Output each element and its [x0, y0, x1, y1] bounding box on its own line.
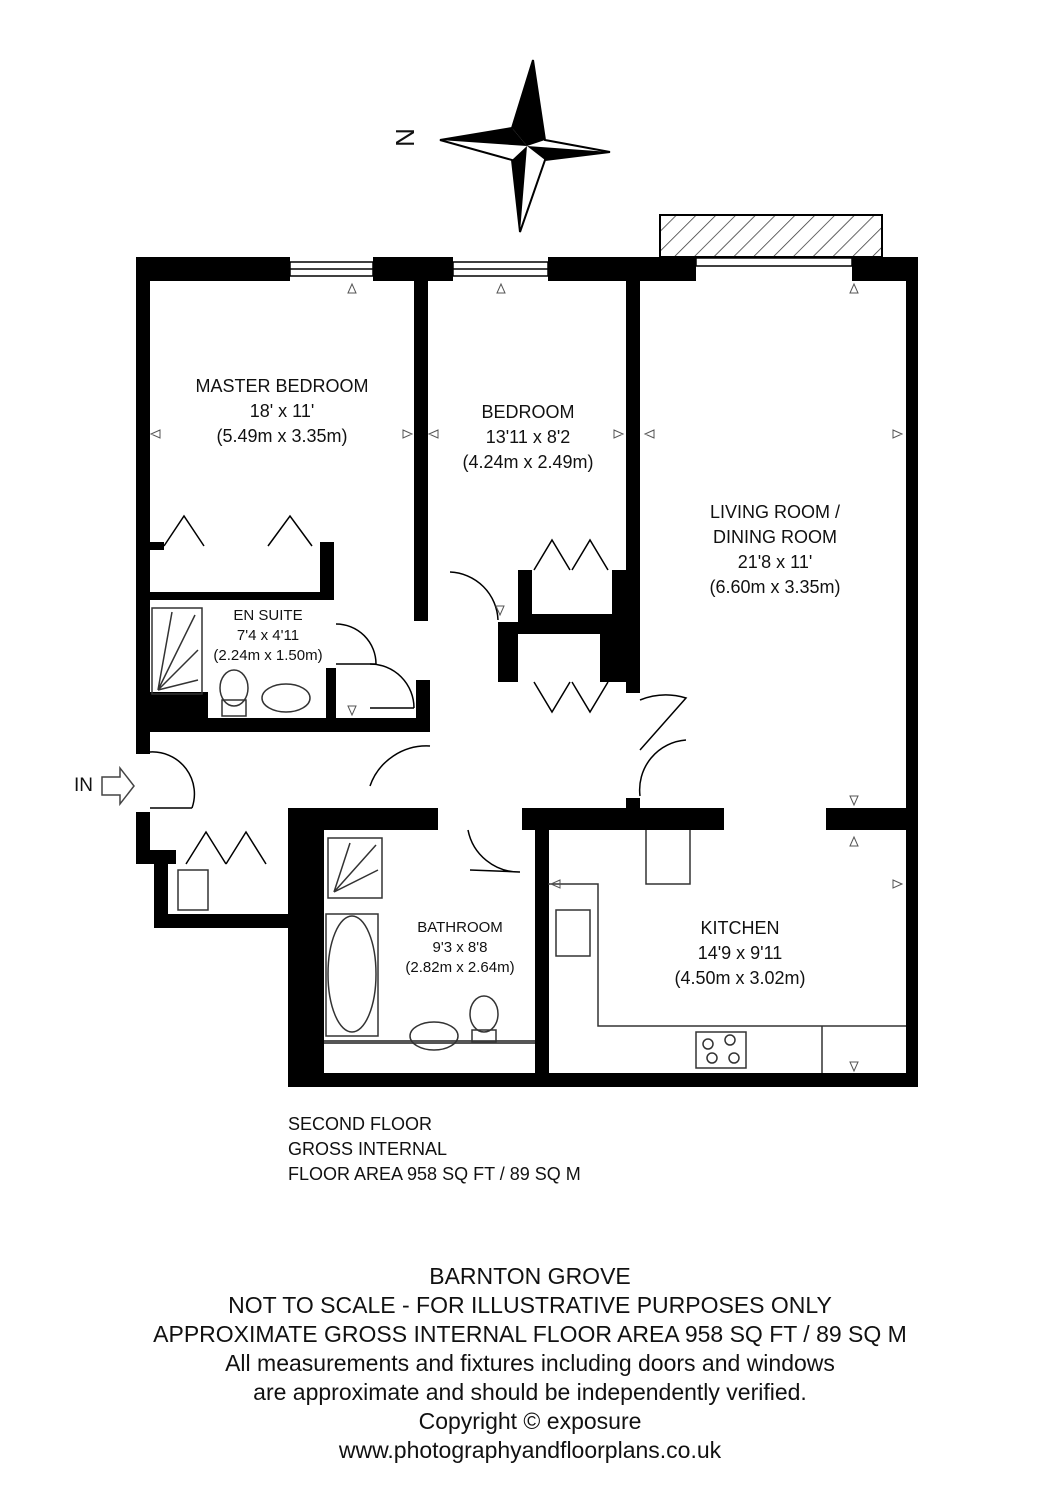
room-name: KITCHEN — [700, 918, 780, 938]
north-letter: N — [389, 128, 420, 147]
room-imperial: 7'4 x 4'11 — [236, 627, 300, 644]
entrance-arrow-icon — [101, 765, 135, 807]
floor-note-line: FLOOR AREA 958 SQ FT / 89 SQ M — [288, 1164, 581, 1184]
bath-icon — [327, 915, 377, 1033]
room-en-suite: EN SUITE 7'4 x 4'11 (2.24m x 1.50m) — [196, 606, 340, 666]
doors — [149, 514, 688, 873]
room-bedroom: BEDROOM 13'11 x 8'2 (4.24m x 2.49m) — [428, 400, 628, 475]
room-name: DINING ROOM — [713, 527, 837, 547]
floor-note-line: GROSS INTERNAL — [288, 1139, 448, 1159]
floor-area-note: SECOND FLOOR GROSS INTERNAL FLOOR AREA 9… — [288, 1112, 581, 1187]
toilet-icon — [469, 995, 499, 1033]
room-imperial: 21'8 x 11' — [737, 552, 813, 572]
room-metric: (4.24m x 2.49m) — [462, 452, 594, 472]
dimension-markers — [149, 282, 904, 1073]
fixtures — [151, 607, 906, 1073]
website-url: www.photographyandfloorplans.co.uk — [338, 1437, 722, 1463]
room-metric: (5.49m x 3.35m) — [216, 426, 348, 446]
room-master-bedroom: MASTER BEDROOM 18' x 11' (5.49m x 3.35m) — [152, 374, 412, 449]
footer-line: APPROXIMATE GROSS INTERNAL FLOOR AREA 95… — [153, 1321, 907, 1347]
room-imperial: 18' x 11' — [249, 401, 315, 421]
kitchen-sink-icon — [555, 909, 591, 957]
room-name: BATHROOM — [417, 919, 503, 936]
footer-line: All measurements and fixtures including … — [225, 1350, 835, 1376]
room-bathroom: BATHROOM 9'3 x 8'8 (2.82m x 2.64m) — [380, 918, 540, 978]
room-imperial: 9'3 x 8'8 — [432, 939, 488, 956]
room-metric: (4.50m x 3.02m) — [674, 968, 806, 988]
room-imperial: 14'9 x 9'11 — [697, 943, 783, 963]
footer-disclaimer: BARNTON GROVE NOT TO SCALE - FOR ILLUSTR… — [0, 1262, 1060, 1465]
room-name: LIVING ROOM / — [709, 502, 841, 522]
shower-tray-icon — [151, 607, 203, 695]
room-metric: (2.24m x 1.50m) — [213, 647, 323, 664]
room-imperial: 13'11 x 8'2 — [485, 427, 571, 447]
room-name: EN SUITE — [233, 607, 303, 624]
room-kitchen: KITCHEN 14'9 x 9'11 (4.50m x 3.02m) — [640, 916, 840, 991]
property-name: BARNTON GROVE — [429, 1263, 631, 1289]
entrance-label: IN — [74, 775, 93, 796]
room-living-dining: LIVING ROOM / DINING ROOM 21'8 x 11' (6.… — [662, 500, 888, 600]
basin-icon — [409, 1021, 459, 1051]
balcony — [659, 214, 883, 258]
room-name: MASTER BEDROOM — [195, 376, 369, 396]
room-metric: (2.82m x 2.64m) — [405, 959, 515, 976]
toilet-icon — [219, 669, 249, 707]
floor-note-line: SECOND FLOOR — [288, 1114, 433, 1134]
room-metric: (6.60m x 3.35m) — [709, 577, 841, 597]
footer-line: NOT TO SCALE - FOR ILLUSTRATIVE PURPOSES… — [228, 1292, 832, 1318]
room-name: BEDROOM — [481, 402, 575, 422]
basin-icon — [261, 683, 311, 713]
shower-tray-icon — [327, 837, 383, 899]
windows — [289, 257, 853, 277]
copyright: Copyright © exposure — [418, 1408, 642, 1434]
walls — [136, 257, 918, 1087]
north-arrow-icon — [439, 59, 611, 233]
hob-icon — [695, 1031, 747, 1069]
footer-line: are approximate and should be independen… — [253, 1379, 807, 1405]
